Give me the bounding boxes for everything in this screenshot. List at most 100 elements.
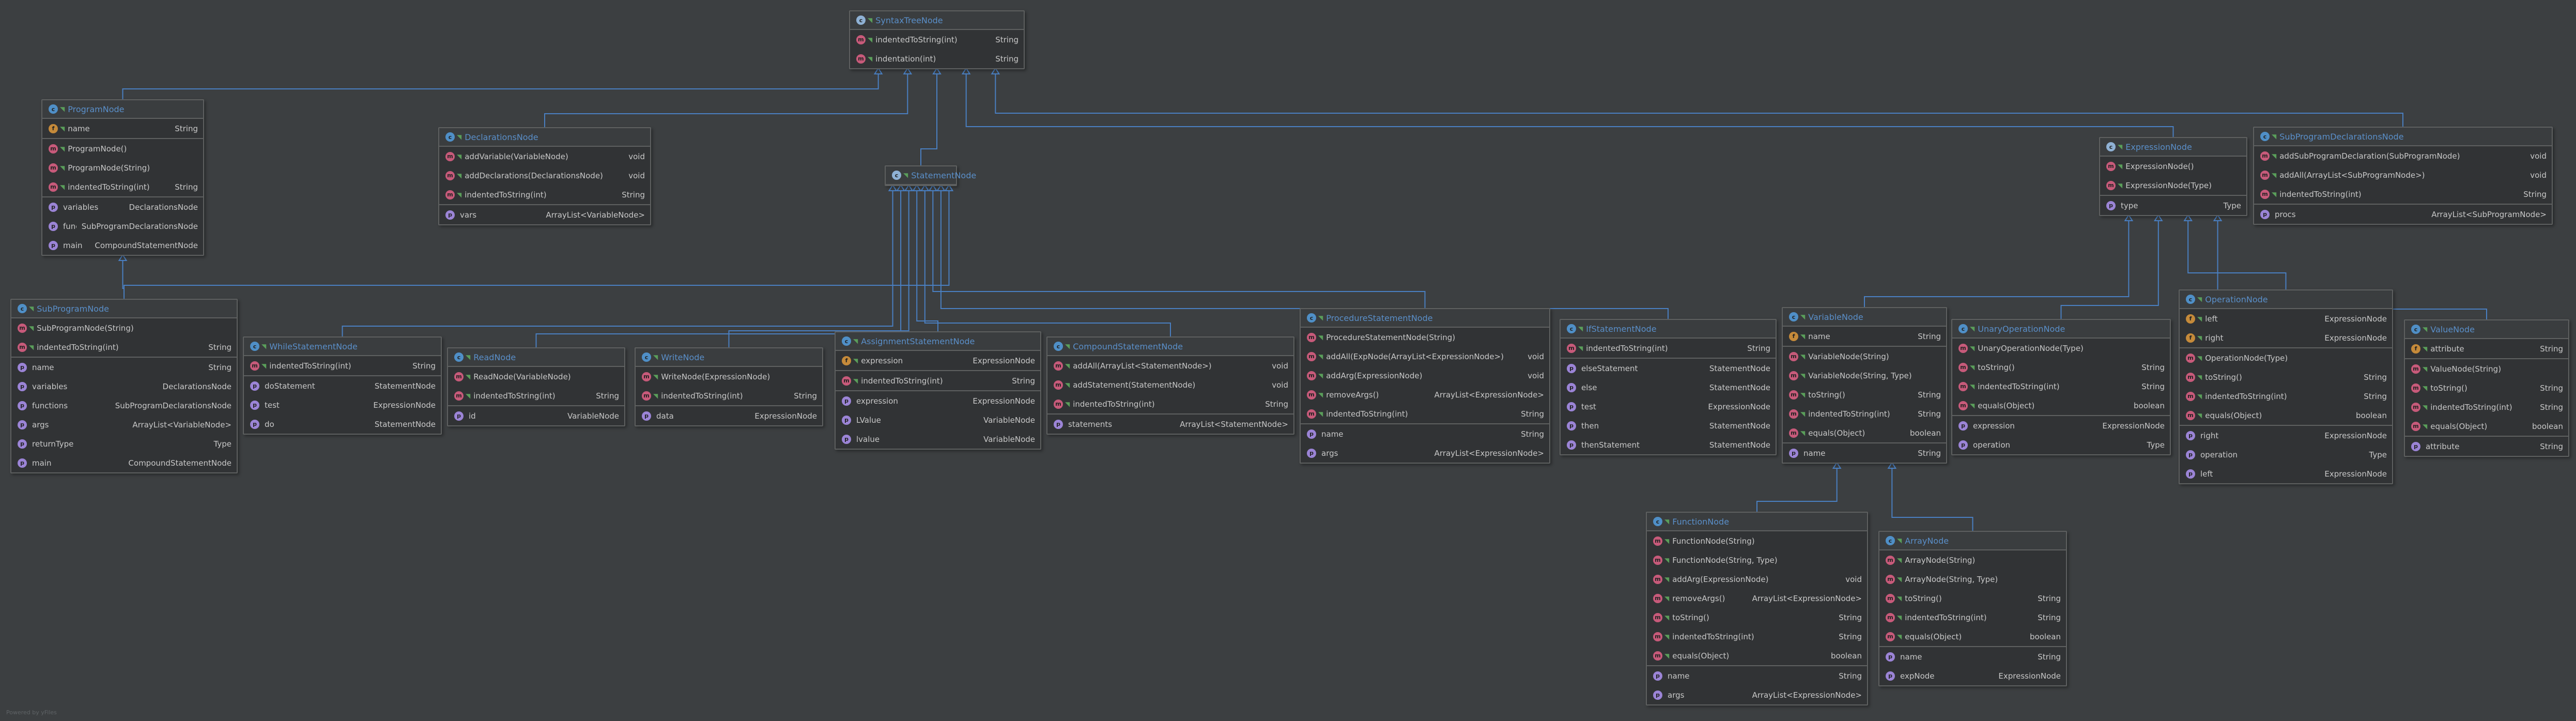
method-row[interactable]: m◥addAll(ArrayList<StatementNode>)void [1047, 356, 1293, 375]
method-row[interactable]: m◥indentedToString(int)String [1879, 608, 2066, 627]
method-row[interactable]: m◥WriteNode(ExpressionNode) [636, 367, 822, 386]
method-row[interactable]: m◥indentedToString(int)String [11, 338, 237, 357]
method-row[interactable]: m◥UnaryOperationNode(Type) [1952, 339, 2170, 358]
method-row[interactable]: m◥indentedToString(int)String [1647, 627, 1867, 646]
method-row[interactable]: m◥addSubProgramDeclaration(SubProgramNod… [2254, 146, 2552, 165]
method-row[interactable]: m◥VariableNode(String) [1783, 347, 1946, 366]
method-row[interactable]: m◥addArg(ExpressionNode)void [1647, 570, 1867, 589]
method-row[interactable]: m◥addAll(ArrayList<SubProgramNode>)void [2254, 165, 2552, 185]
method-row[interactable]: m◥OperationNode(Type) [2180, 348, 2392, 367]
method-row[interactable]: m◥addArg(ExpressionNode)void [1301, 366, 1549, 385]
method-row[interactable]: m◥FunctionNode(String, Type) [1647, 550, 1867, 570]
method-row[interactable]: m◥indentedToString(int)String [1561, 339, 1776, 358]
method-row[interactable]: m◥indentedToString(int)String [448, 386, 624, 405]
method-row[interactable]: m◥ReadNode(VariableNode) [448, 367, 624, 386]
method-row[interactable]: m◥SubProgramNode(String) [11, 318, 237, 338]
method-row[interactable]: m◥addDeclarations(DeclarationsNode)void [439, 166, 650, 185]
method-row[interactable]: m◥ArrayNode(String) [1879, 550, 2066, 570]
method-row[interactable]: m◥indentation(int)String [850, 49, 1024, 68]
method-row[interactable]: m◥equals(Object)boolean [2405, 417, 2568, 436]
method-row[interactable]: m◥indentedToString(int)String [636, 386, 822, 405]
method-row[interactable]: m◥indentedToString(int)String [850, 30, 1024, 49]
method-row[interactable]: m◥indentedToString(int)String [1301, 404, 1549, 423]
method-row[interactable]: m◥ArrayNode(String, Type) [1879, 570, 2066, 589]
method-row[interactable]: m◥toString()String [1783, 385, 1946, 404]
method-row[interactable]: m◥ExpressionNode(Type) [2100, 176, 2246, 195]
method-row[interactable]: m◥indentedToString(int)String [1952, 377, 2170, 396]
method-row[interactable]: m◥FunctionNode(String) [1647, 531, 1867, 550]
method-row[interactable]: m◥ProgramNode(String) [42, 158, 203, 177]
method-row[interactable]: m◥indentedToString(int)String [1783, 404, 1946, 423]
method-row[interactable]: m◥indentedToString(int)String [439, 185, 650, 204]
method-row[interactable]: m◥equals(Object)boolean [1647, 646, 1867, 665]
method-row[interactable]: m◥toString()String [1879, 589, 2066, 608]
method-row[interactable]: m◥VariableNode(String, Type) [1783, 366, 1946, 385]
method-row[interactable]: m◥removeArgs()ArrayList<ExpressionNode> [1647, 589, 1867, 608]
method-row[interactable]: m◥equals(Object)boolean [2180, 406, 2392, 425]
method-row[interactable]: m◥ProcedureStatementNode(String) [1301, 328, 1549, 347]
method-row[interactable]: m◥indentedToString(int)String [836, 371, 1040, 390]
method-row[interactable]: m◥addAll(ExpNode(ArrayList<ExpressionNod… [1301, 347, 1549, 366]
method-row[interactable]: m◥addStatement(StatementNode)void [1047, 375, 1293, 394]
method-row[interactable]: m◥ValueNode(String) [2405, 359, 2568, 378]
method-row[interactable]: m◥indentedToString(int)String [2405, 397, 2568, 417]
method-row[interactable]: m◥indentedToString(int)String [244, 356, 441, 375]
method-row[interactable]: m◥toString()String [2405, 378, 2568, 397]
method-row[interactable]: m◥indentedToString(int)String [2254, 185, 2552, 204]
method-row[interactable]: m◥equals(Object)boolean [1879, 627, 2066, 646]
method-row[interactable]: m◥indentedToString(int)String [42, 177, 203, 196]
method-row[interactable]: m◥indentedToString(int)String [1047, 394, 1293, 413]
method-row[interactable]: m◥toString()String [1952, 358, 2170, 377]
